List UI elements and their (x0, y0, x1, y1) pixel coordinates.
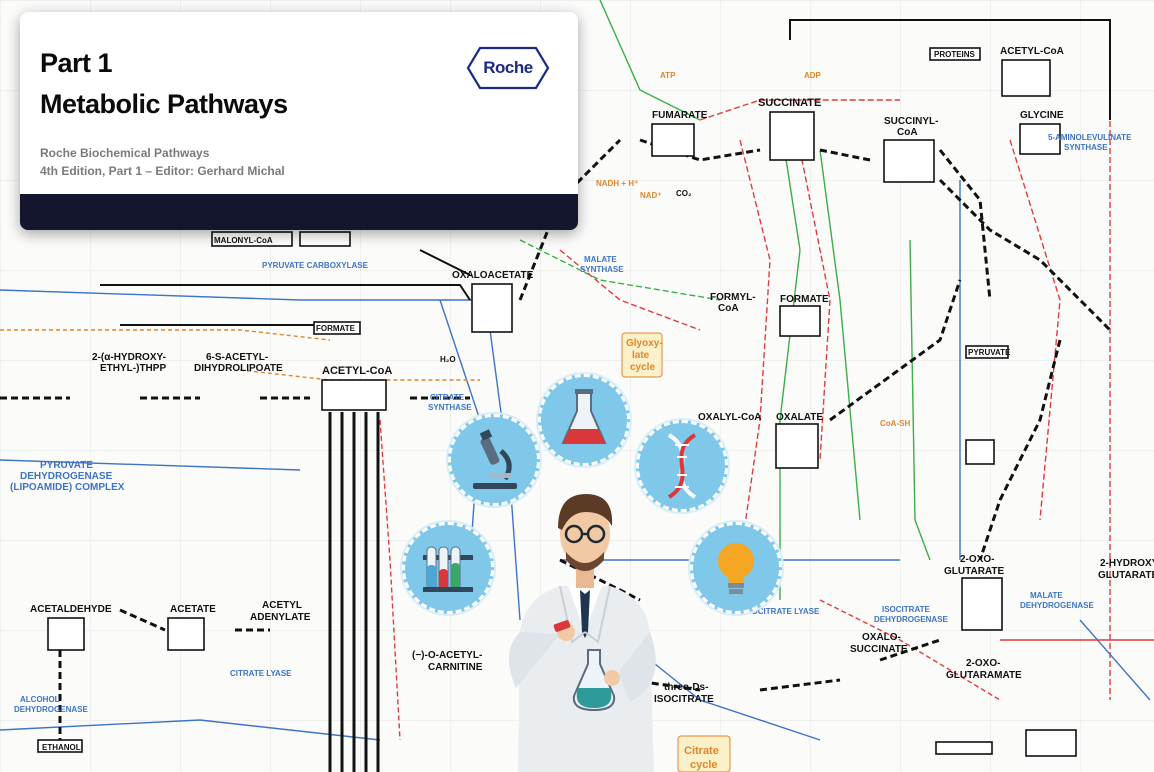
isocitrate-label-2: ISOCITRATE (654, 694, 714, 705)
title-card: Part 1 Metabolic Pathways Roche Biochemi… (20, 12, 578, 230)
isocitrate-dh-label-2: DEHYDROGENASE (874, 615, 948, 624)
pyruvate-dh-label-1: PYRUVATE (40, 460, 93, 471)
dna-icon (667, 433, 697, 499)
ethanol-label: ETHANOL (42, 743, 81, 752)
formyl-coa-label-1: FORMYL- (710, 292, 756, 303)
formyl-coa-label-2: CoA (718, 303, 739, 314)
lightbulb-bubble (690, 522, 782, 614)
formate-label: FORMATE (316, 324, 356, 333)
proteins-label: PROTEINS (934, 50, 976, 59)
hydroxyglutarate-label-1: 2-HYDROXY- (1100, 558, 1154, 569)
aminolevulinate-label-1: 5-AMINOLEVULINATE (1048, 133, 1132, 142)
adp-label: ADP (804, 71, 822, 80)
oxalosuccinate-label-2: SUCCINATE (850, 644, 908, 655)
acetyl-coa-top-label: ACETYL-CoA (1000, 46, 1064, 57)
coash-label: CoA-SH (880, 419, 910, 428)
subtitle-line-2: 4th Edition, Part 1 – Editor: Gerhard Mi… (40, 164, 285, 178)
test-tubes-bubble (402, 522, 494, 614)
oxoglutarate-label-1: 2-OXO- (960, 554, 994, 565)
hydroxyglutarate-label-2: GLUTARATE (1098, 570, 1154, 581)
oxaloacetate-label: OXALOACETATE (452, 270, 534, 281)
h2o-label: H₂O (440, 355, 456, 364)
citrate-synthase-label-1: CITRATE (430, 393, 465, 402)
aminolevulinate-label-2: SYNTHASE (1064, 143, 1108, 152)
glycine-label: GLYCINE (1020, 110, 1064, 121)
oxoglutarate-label-2: GLUTARATE (944, 566, 1005, 577)
malate-synthase-label-1: MALATE (584, 255, 617, 264)
acetaldehyde-label: ACETALDEHYDE (30, 604, 112, 615)
acetate-label: ACETATE (170, 604, 216, 615)
isocitrate-dh-label-1: ISOCITRATE (882, 605, 931, 614)
malonyl-coa-label: MALONYL-CoA (214, 236, 273, 245)
acetyl-adenylate-label-1: ACETYL (262, 600, 302, 611)
glyoxylate-label-3: cycle (630, 362, 655, 373)
malate-dh-label-2: DEHYDROGENASE (1020, 601, 1094, 610)
acetyl-adenylate-label-2: ADENYLATE (250, 612, 311, 623)
glyoxylate-label-2: late (632, 350, 650, 361)
roche-hexagon-icon (466, 46, 550, 90)
flask-bubble (538, 374, 630, 466)
isocitrate-label-1: threo-Ds- (664, 682, 708, 693)
malate-synthase-label-2: SYNTHASE (580, 265, 624, 274)
pyruvate-label: PYRUVATE (968, 348, 1011, 357)
oxalyl-coa-label: OXALYL-CoA (698, 412, 762, 423)
alcohol-dh-label-2: DEHYDROGENASE (14, 705, 88, 714)
title-card-band (20, 194, 578, 230)
nad-label: NAD⁺ (640, 191, 662, 200)
roche-logo: Roche (466, 45, 550, 91)
oxoglutaramate-label-2: GLUTARAMATE (946, 670, 1022, 681)
alcohol-dh-label-1: ALCOHOL (20, 695, 60, 704)
oxalosuccinate-label-1: OXALO- (862, 632, 901, 643)
acetyl-dihydrolipoate-label-2: DIHYDROLIPOATE (194, 363, 283, 374)
microscope-icon (473, 429, 517, 489)
citrate-cycle-label-2: cycle (690, 759, 718, 771)
pyruvate-dh-label-2: DEHYDROGENASE (20, 471, 113, 482)
succinyl-coa-label-2: CoA (897, 127, 918, 138)
glyoxylate-label-1: Glyoxy- (626, 338, 663, 349)
lightbulb-icon (718, 543, 754, 594)
test-tubes-icon (423, 546, 473, 592)
citrate-synthase-label-2: SYNTHASE (428, 403, 472, 412)
succinate-label: SUCCINATE (758, 97, 821, 109)
logo-text: Roche (483, 58, 533, 77)
acetylcarnitine-label-1: (−)-O-ACETYL- (412, 650, 482, 661)
isocitrate-lyase-label: ISOCITRATE LYASE (744, 607, 820, 616)
oxalate-label: OXALATE (776, 412, 823, 423)
dna-bubble (636, 420, 728, 512)
acetylcarnitine-label-2: CARNITINE (428, 662, 483, 673)
atp-label: ATP (660, 71, 676, 80)
page-title-line-1: Part 1 (40, 48, 113, 78)
pyruvate-dh-label-3: (LIPOAMIDE) COMPLEX (10, 482, 125, 493)
hydroxyethyl-label-2: ETHYL-)THPP (100, 363, 166, 374)
page-title-line-2: Metabolic Pathways (40, 89, 288, 119)
co2-label: CO₂ (676, 189, 692, 198)
microscope-bubble (448, 414, 540, 506)
hydroxyethyl-label-1: 2-(α-HYDROXY- (92, 352, 166, 363)
scientist-illustration (508, 494, 656, 772)
acetyl-coa-label: ACETYL-CoA (322, 365, 392, 377)
oxoglutaramate-label-1: 2-OXO- (966, 658, 1000, 669)
subtitle-line-1: Roche Biochemical Pathways (40, 146, 210, 160)
citrate-cycle-label-1: Citrate (684, 745, 719, 757)
flask-icon (561, 389, 607, 444)
succinyl-coa-label-1: SUCCINYL- (884, 116, 938, 127)
formate2-label: FORMATE (780, 294, 829, 305)
nadh-label: NADH + H⁺ (596, 179, 638, 188)
citrate-lyase-label: CITRATE LYASE (230, 669, 292, 678)
pyruvate-carboxylase-label: PYRUVATE CARBOXYLASE (262, 261, 369, 270)
acetyl-dihydrolipoate-label-1: 6-S-ACETYL- (206, 352, 268, 363)
malate-dh-label-1: MALATE (1030, 591, 1063, 600)
fumarate-label: FUMARATE (652, 110, 708, 121)
